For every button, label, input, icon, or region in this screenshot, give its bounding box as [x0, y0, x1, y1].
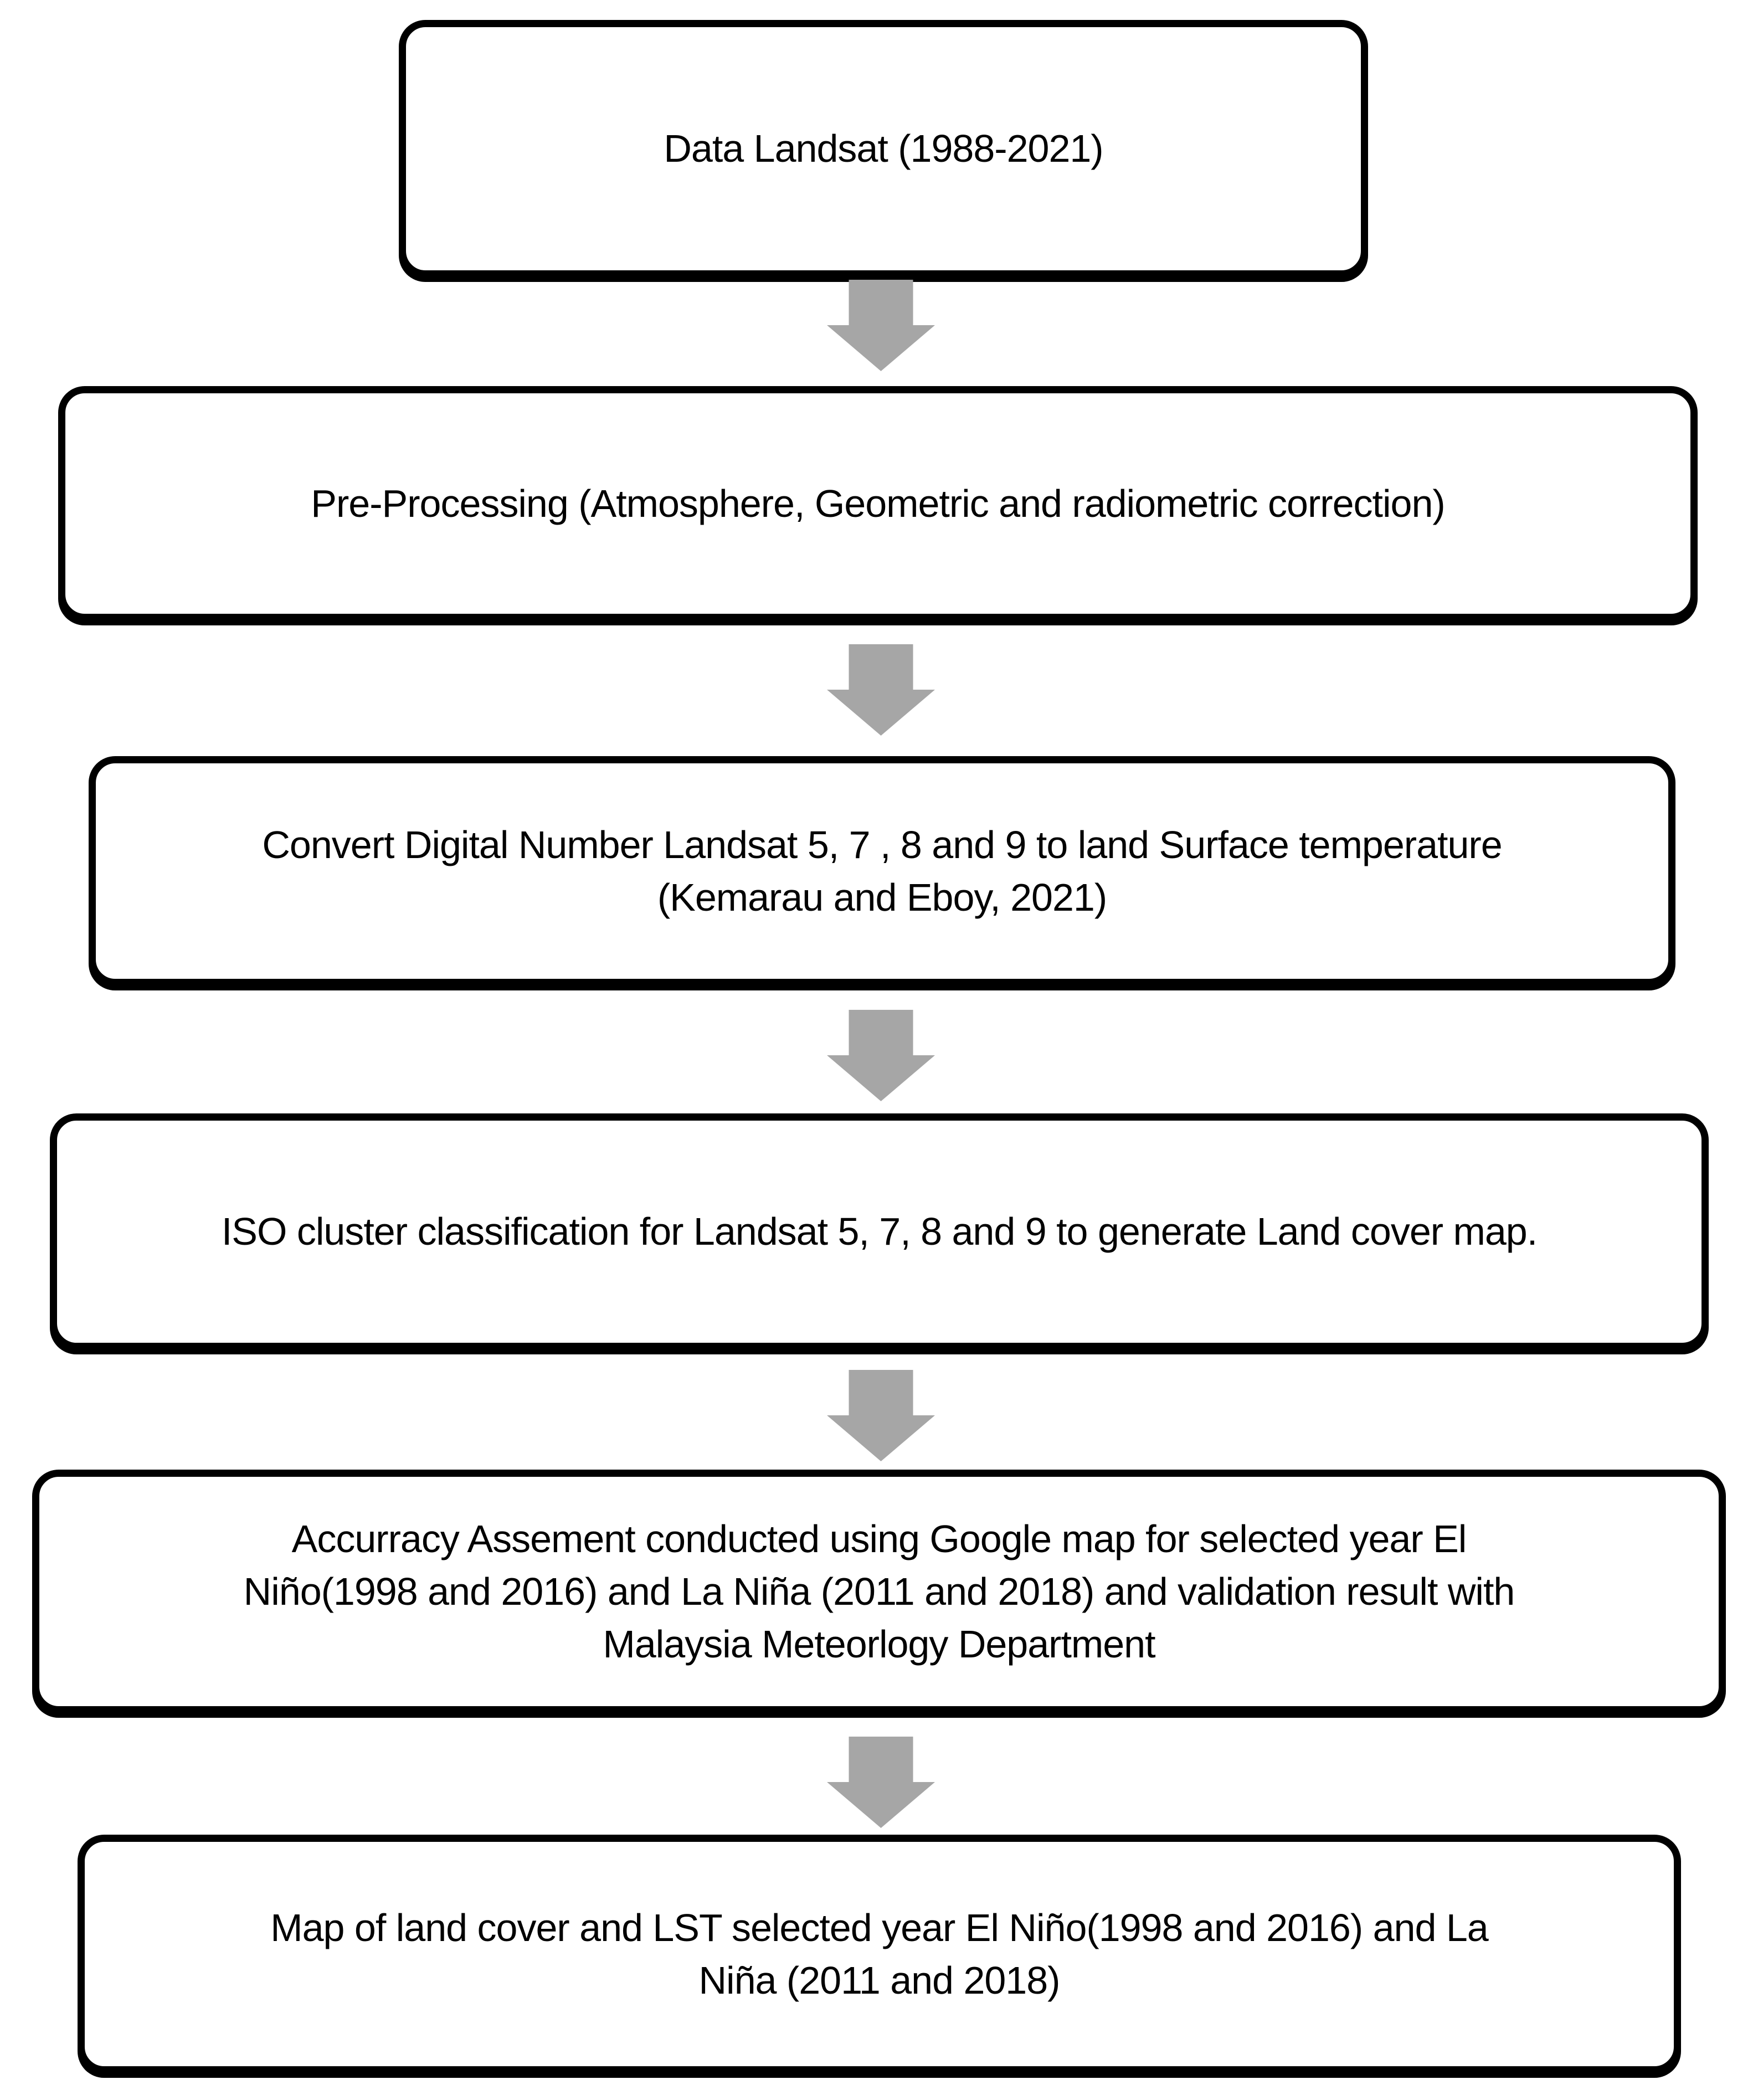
- down-arrow-icon: [827, 1010, 935, 1101]
- flow-step-text: Malaysia Meteorlogy Department: [603, 1622, 1155, 1666]
- flow-step-pre-processing: Pre-Processing (Atmosphere, Geometric an…: [58, 386, 1698, 621]
- flow-step-text: Niño(1998 and 2016) and La Niña (2011 an…: [243, 1569, 1515, 1613]
- flow-step-iso-cluster-classification: ISO cluster classification for Landsat 5…: [50, 1113, 1709, 1350]
- flow-step-text: Niña (2011 and 2018): [698, 1958, 1061, 2002]
- down-arrow-icon: [827, 644, 935, 736]
- down-arrow-icon: [827, 1370, 935, 1461]
- flow-step-accuracy-assessment: Accurracy Assement conducted using Googl…: [32, 1470, 1726, 1713]
- flow-step-text: (Kemarau and Eboy, 2021): [657, 875, 1107, 919]
- flow-step-text: Accurracy Assement conducted using Googl…: [291, 1517, 1467, 1560]
- down-arrow-icon: [827, 280, 935, 371]
- flow-step-text: Data Landsat (1988-2021): [664, 127, 1103, 170]
- flow-step-data-landsat: Data Landsat (1988-2021): [399, 20, 1368, 278]
- flow-step-text: Map of land cover and LST selected year …: [270, 1906, 1488, 1949]
- flow-step-text: ISO cluster classification for Landsat 5…: [221, 1210, 1538, 1253]
- flow-step-convert-digital-number: Convert Digital Number Landsat 5, 7 , 8 …: [89, 756, 1675, 986]
- flow-step-text: Convert Digital Number Landsat 5, 7 , 8 …: [262, 823, 1502, 866]
- flow-step-text: Pre-Processing (Atmosphere, Geometric an…: [311, 481, 1445, 525]
- flow-step-map-output: Map of land cover and LST selected year …: [78, 1835, 1681, 2073]
- down-arrow-icon: [827, 1737, 935, 1828]
